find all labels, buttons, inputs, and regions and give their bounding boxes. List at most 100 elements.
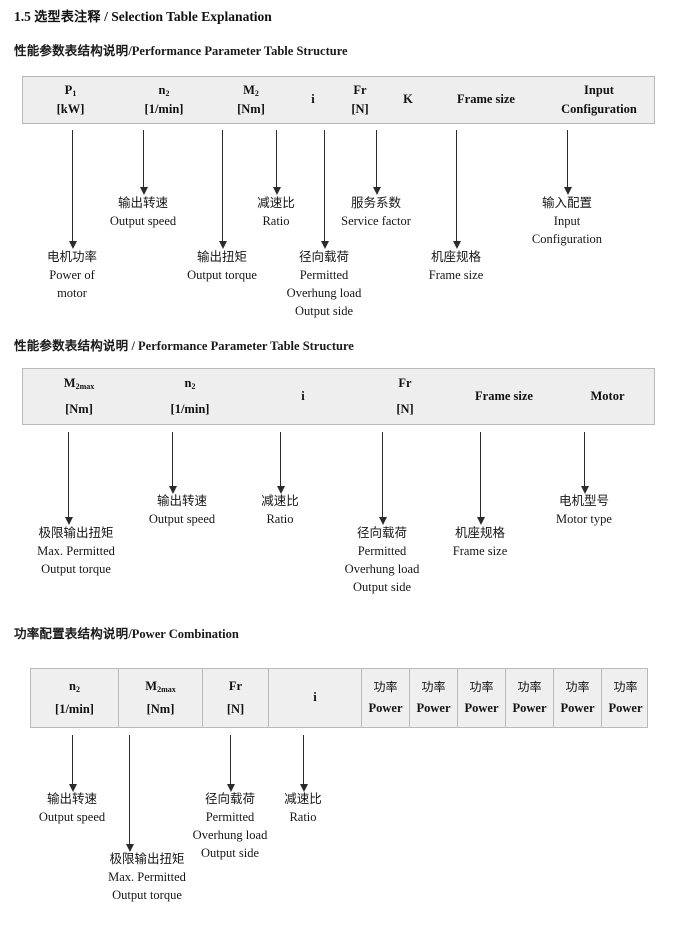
table-2-col-fr-unit: [N] [396, 401, 414, 416]
table-1-col-p1-symbol: P [64, 82, 73, 97]
arrow-table-1-service-factor [372, 130, 381, 195]
table-1-col-n2: n2 [1/min] [118, 77, 210, 123]
note-table-3-overhung-load-en-3: Output side [201, 846, 259, 861]
table-1-col-fr: Fr [N] [334, 77, 386, 123]
section-title-separator: / [104, 9, 108, 24]
table-1-col-n2-unit: [1/min] [144, 102, 184, 116]
note-table-1-frame-size-cn: 机座规格 [430, 249, 481, 264]
note-table-3-overhung-load: 径向载荷 Permitted Overhung load Output side [193, 790, 268, 863]
section-number: 1.5 [14, 9, 31, 24]
table-3-col-power-6-cn: 功率 [613, 680, 638, 695]
note-table-3-output-speed: 输出转速 Output speed [39, 790, 105, 826]
arrow-table-1-overhung-load [320, 130, 329, 249]
table-3-col-power-1: 功率 Power [361, 669, 409, 727]
table-3-col-i: i [268, 669, 361, 727]
note-table-2-motor-type: 电机型号 Motor type [556, 492, 612, 528]
table-1-col-k: K [386, 77, 430, 123]
table-1-col-n2-symbol: n [158, 82, 166, 97]
table-1-col-input-configuration-line1: Input [584, 82, 614, 97]
note-table-2-output-speed-cn: 输出转速 [156, 493, 207, 508]
note-table-3-output-speed-cn: 输出转速 [46, 791, 97, 806]
note-table-3-ratio: 减速比 Ratio [284, 790, 322, 826]
arrow-table-3-max-output-torque [125, 735, 134, 852]
table-1-col-m2-sub: 2 [254, 88, 259, 98]
table-1-col-p1-unit: [kW] [56, 102, 85, 116]
block-1-heading: 性能参数表结构说明/Performance Parameter Table St… [14, 40, 348, 59]
block-2-heading-en: Performance Parameter Table Structure [138, 339, 354, 353]
section-title-en: Selection Table Explanation [111, 9, 272, 24]
note-table-2-max-output-torque: 极限输出扭矩 Max. Permitted Output torque [37, 524, 115, 578]
table-1-col-fr-unit: [N] [351, 102, 369, 116]
arrow-table-2-max-output-torque [64, 432, 73, 525]
note-table-1-frame-size-en: Frame size [428, 268, 484, 283]
note-table-2-overhung-load-en-1: Permitted [357, 544, 407, 559]
table-1-col-frame-size: Frame size [430, 77, 542, 123]
table-3-col-power-1-cn: 功率 [373, 680, 398, 695]
table-3-col-n2-symbol: n [69, 678, 76, 693]
note-table-3-max-output-torque-en-1: Max. Permitted [108, 870, 186, 885]
note-table-3-max-output-torque-cn: 极限输出扭矩 [109, 851, 185, 866]
table-3-col-n2: n2 [1/min] [31, 669, 118, 727]
table-3-col-power-5: 功率 Power [553, 669, 601, 727]
table-2-col-n2-unit: [1/min] [170, 401, 210, 416]
arrow-table-2-ratio [276, 432, 285, 494]
table-3-col-n2-sub: 2 [75, 684, 80, 694]
note-table-1-power-of-motor-en-2: motor [57, 286, 87, 301]
arrow-table-2-frame-size [476, 432, 485, 525]
note-table-1-service-factor: 服务系数 Service factor [341, 194, 411, 230]
table-3-col-power-4-cn: 功率 [517, 680, 542, 695]
note-table-2-frame-size-cn: 机座规格 [454, 525, 505, 540]
table-1-col-k-symbol: K [403, 92, 413, 107]
note-table-1-service-factor-en: Service factor [341, 214, 411, 229]
arrow-table-1-output-speed [139, 130, 148, 195]
note-table-1-output-speed-en: Output speed [109, 214, 177, 229]
note-table-2-overhung-load-en-2: Overhung load [344, 562, 420, 577]
arrow-table-1-ratio [272, 130, 281, 195]
block-2-heading-cn: 性能参数表结构说明 [14, 338, 129, 353]
table-3-col-power-3-cn: 功率 [469, 680, 494, 695]
note-table-3-output-speed-en: Output speed [38, 810, 106, 825]
table-2-col-n2-symbol: n [184, 376, 192, 391]
table-3-col-m2max-symbol: M [145, 678, 158, 693]
table-3-col-power-5-en: Power [560, 700, 595, 715]
performance-parameter-table-1: P1 [kW] n2 [1/min] M2 [Nm] i Fr [N] K Fr… [22, 76, 655, 124]
arrow-table-2-output-speed [168, 432, 177, 494]
table-1-col-m2-symbol: M [243, 82, 255, 97]
note-table-3-max-output-torque: 极限输出扭矩 Max. Permitted Output torque [108, 850, 186, 904]
note-table-2-max-output-torque-en-2: Output torque [41, 562, 111, 577]
power-combination-table: n2 [1/min] M2max [Nm] Fr [N] i 功率 Power … [30, 668, 648, 728]
arrow-table-3-output-speed [68, 735, 77, 792]
table-2-col-m2max-unit: [Nm] [65, 401, 93, 416]
table-1-col-input-configuration-line2: Configuration [561, 102, 637, 116]
block-1-heading-en: Performance Parameter Table Structure [131, 44, 348, 58]
table-3-col-i-symbol: i [313, 690, 317, 705]
table-2-col-m2max: M2max [Nm] [23, 369, 135, 424]
block-3-heading-en: Power Combination [131, 627, 239, 641]
table-1-col-p1-sub: 1 [72, 88, 77, 98]
table-2-col-frame-size-symbol: Frame size [475, 388, 533, 403]
table-3-col-power-2-cn: 功率 [421, 680, 446, 695]
note-table-2-output-speed-en: Output speed [148, 512, 216, 527]
note-table-2-ratio-cn: 减速比 [261, 493, 299, 508]
table-3-col-power-6: 功率 Power [601, 669, 649, 727]
note-table-1-input-configuration-en-1: Input [553, 214, 581, 229]
table-1-col-m2: M2 [Nm] [210, 77, 292, 123]
table-3-col-power-3: 功率 Power [457, 669, 505, 727]
table-1-col-fr-symbol: Fr [353, 82, 367, 97]
performance-parameter-table-2: M2max [Nm] n2 [1/min] i Fr [N] Frame siz… [22, 368, 655, 425]
note-table-1-overhung-load: 径向载荷 Permitted Overhung load Output side [287, 248, 362, 321]
block-3-heading-sep: / [128, 627, 132, 641]
table-2-col-n2-sub: 2 [191, 382, 196, 392]
block-3-heading: 功率配置表结构说明/Power Combination [14, 623, 239, 642]
note-table-1-input-configuration-cn: 输入配置 [541, 195, 593, 210]
note-table-1-output-speed: 输出转速 Output speed [110, 194, 176, 230]
note-table-1-power-of-motor-cn: 电机功率 [46, 249, 98, 264]
table-2-col-i-symbol: i [301, 388, 305, 403]
page-title: 1.5 选型表注释 / Selection Table Explanation [14, 6, 272, 25]
note-table-2-output-speed: 输出转速 Output speed [149, 492, 215, 528]
note-table-3-overhung-load-cn: 径向载荷 [204, 791, 256, 806]
note-table-1-frame-size: 机座规格 Frame size [429, 248, 484, 284]
note-table-1-ratio: 减速比 Ratio [257, 194, 295, 230]
note-table-2-overhung-load-cn: 径向载荷 [356, 525, 408, 540]
table-3-col-power-5-cn: 功率 [565, 680, 590, 695]
